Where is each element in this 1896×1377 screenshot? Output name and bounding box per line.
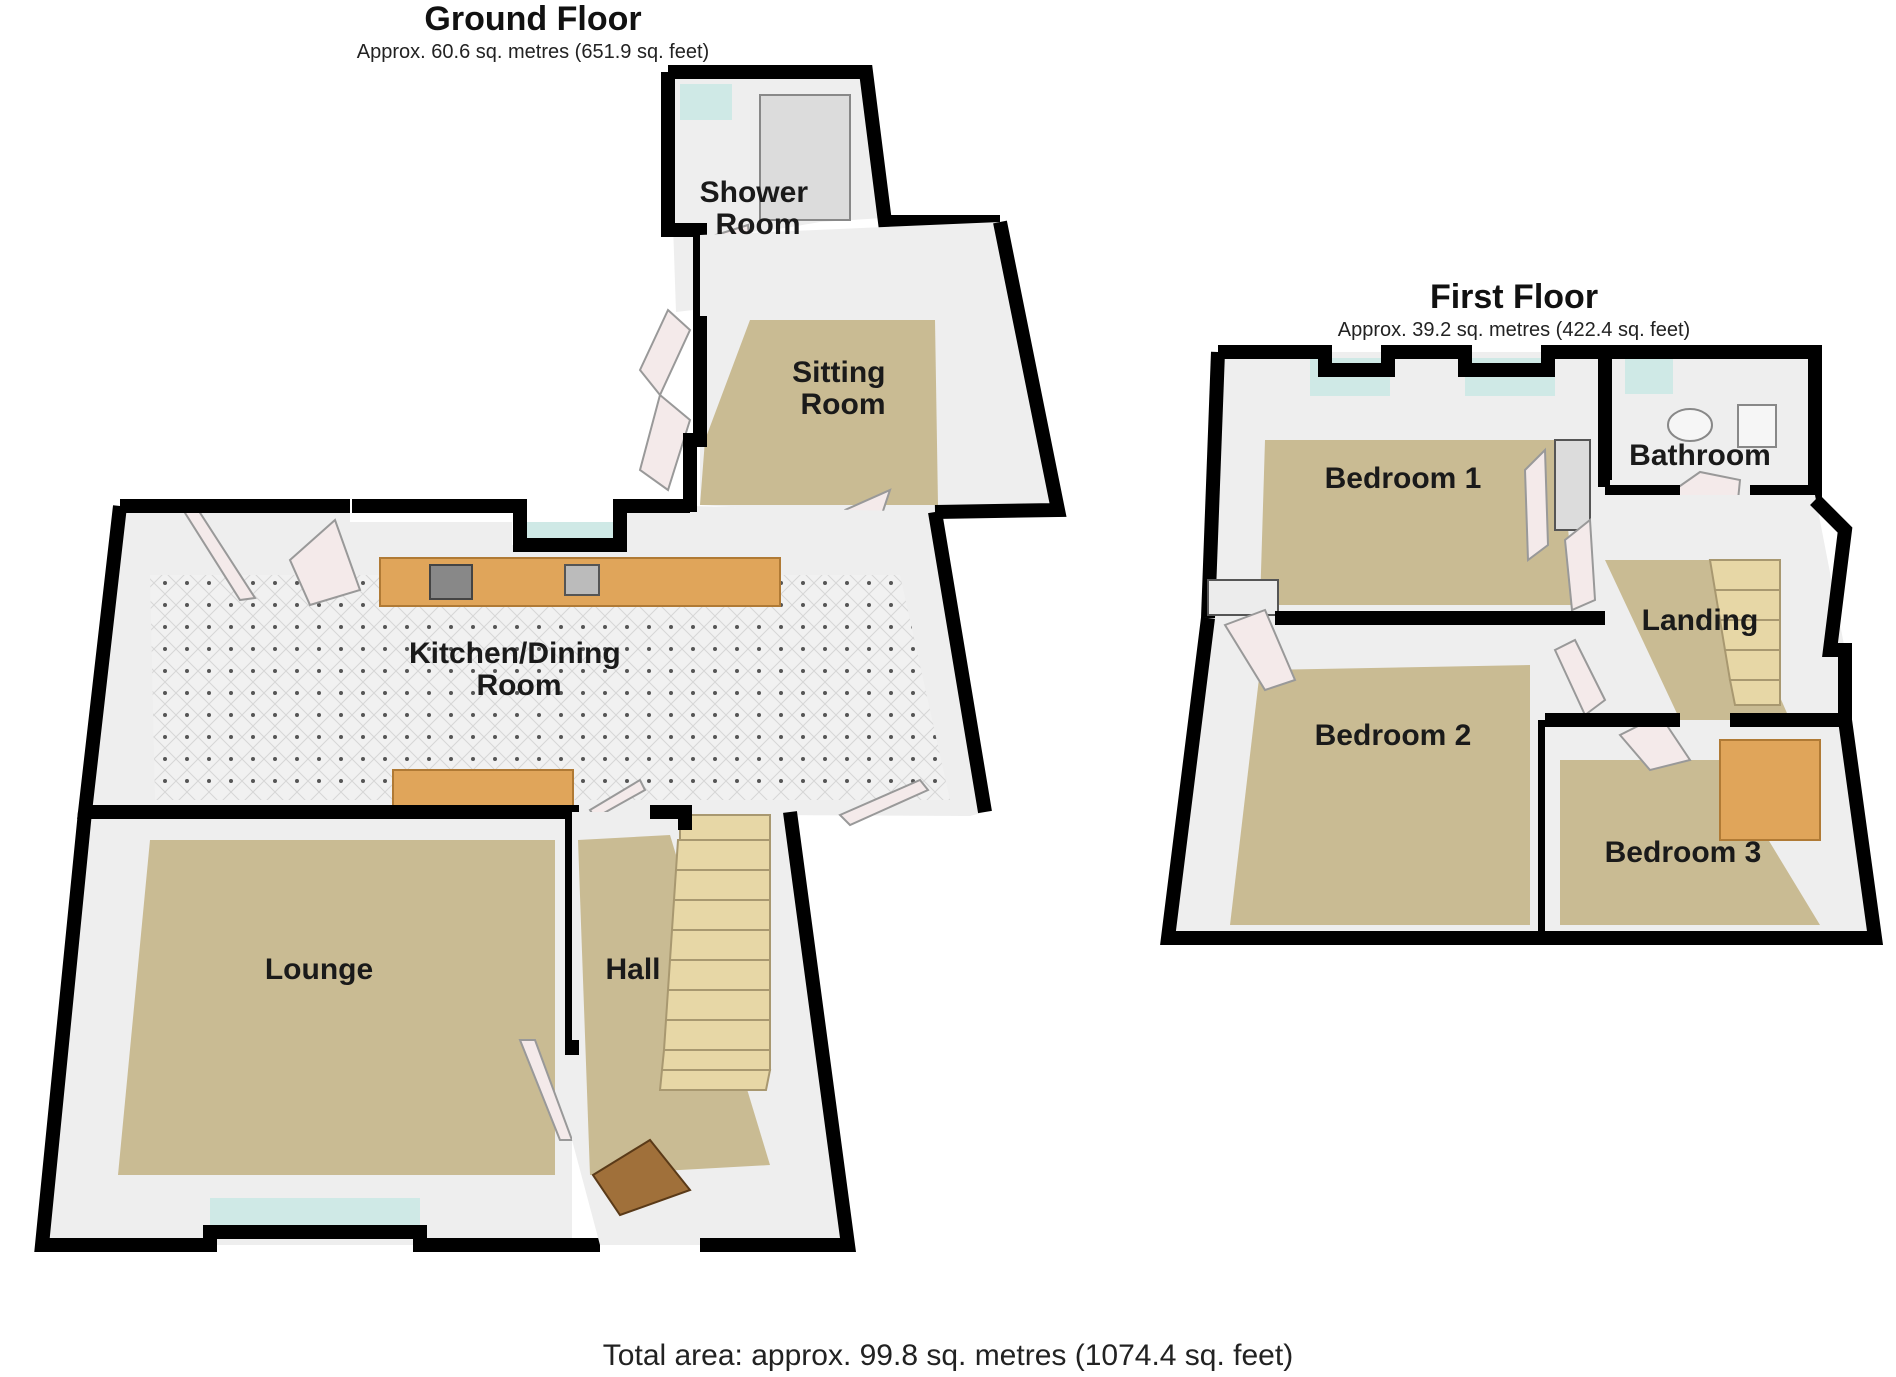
kitchen-dining-label: Kitchen/Dining Room [409, 637, 629, 702]
first-staircase [1708, 559, 1781, 706]
bedroom-2-label: Bedroom 2 [1315, 719, 1472, 752]
lounge [34, 805, 600, 1252]
bedroom-1 [1201, 345, 1605, 619]
bedroom-3 [1545, 713, 1884, 945]
ground-staircase [658, 814, 772, 1091]
hall-label: Hall [605, 953, 660, 986]
kitchen-dining-label-line1: Kitchen/Dining [409, 637, 621, 670]
bedroom-3-label: Bedroom 3 [1605, 836, 1762, 869]
kitchen-dining-label-line2: Room [477, 669, 562, 702]
sitting-room-label-line2: Room [801, 388, 886, 421]
landing [1605, 495, 1853, 722]
lounge-label: Lounge [265, 953, 373, 986]
shower-room-label-line1: Shower [700, 176, 809, 209]
bedroom-2 [1160, 579, 1607, 945]
landing-label: Landing [1642, 604, 1759, 637]
hall [565, 805, 857, 1252]
ground-floor-area: Approx. 60.6 sq. metres (651.9 sq. feet) [357, 41, 709, 63]
sitting-room-label: Sitting Room [792, 356, 894, 421]
first-floor: First Floor Approx. 39.2 sq. metres (422… [1160, 278, 1884, 945]
shower-room-label-line2: Room [716, 208, 801, 241]
bedroom-1-label: Bedroom 1 [1325, 462, 1482, 495]
first-floor-title: First Floor [1430, 278, 1598, 316]
first-floor-area: Approx. 39.2 sq. metres (422.4 sq. feet) [1338, 319, 1690, 341]
total-area: Total area: approx. 99.8 sq. metres (107… [603, 1339, 1293, 1372]
shower-room-label: Shower Room [700, 176, 817, 241]
sitting-room-label-line1: Sitting [792, 356, 885, 389]
ground-floor-title: Ground Floor [424, 0, 641, 38]
sitting-room [638, 220, 1067, 562]
shower-room [661, 65, 1000, 316]
ground-floor: Ground Floor Approx. 60.6 sq. metres (65… [34, 0, 1067, 1252]
bathroom-label: Bathroom [1629, 439, 1771, 472]
kitchen-dining-room [77, 499, 992, 827]
